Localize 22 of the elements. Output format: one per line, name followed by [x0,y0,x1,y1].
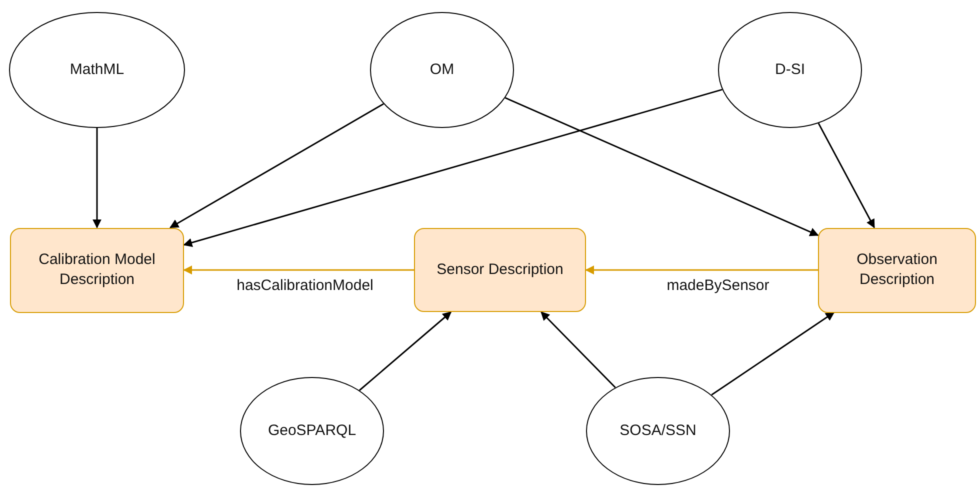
description-box [414,228,586,312]
description-box [818,228,976,312]
arrow [358,311,452,391]
arrow [183,266,414,274]
description-box [10,228,184,312]
node-label: SOSA/SSN [618,420,698,441]
arrow [711,312,835,396]
node-label: D-SI [774,60,806,80]
arrow [92,128,102,228]
node-label: Observation Description [856,250,938,290]
arrow [540,311,616,388]
edge-label: madeBySensor [664,277,772,294]
arrow [585,266,818,274]
node-label: OM [428,60,456,80]
node-label: Calibration Model Description [38,250,156,290]
node-label: Sensor Description [436,260,564,280]
arrow [504,97,819,236]
node-label: MathML [68,60,126,80]
arrow [170,103,384,228]
node-label: GeoSPARQL [266,420,358,441]
arrow [818,122,875,228]
arrow [183,88,722,247]
